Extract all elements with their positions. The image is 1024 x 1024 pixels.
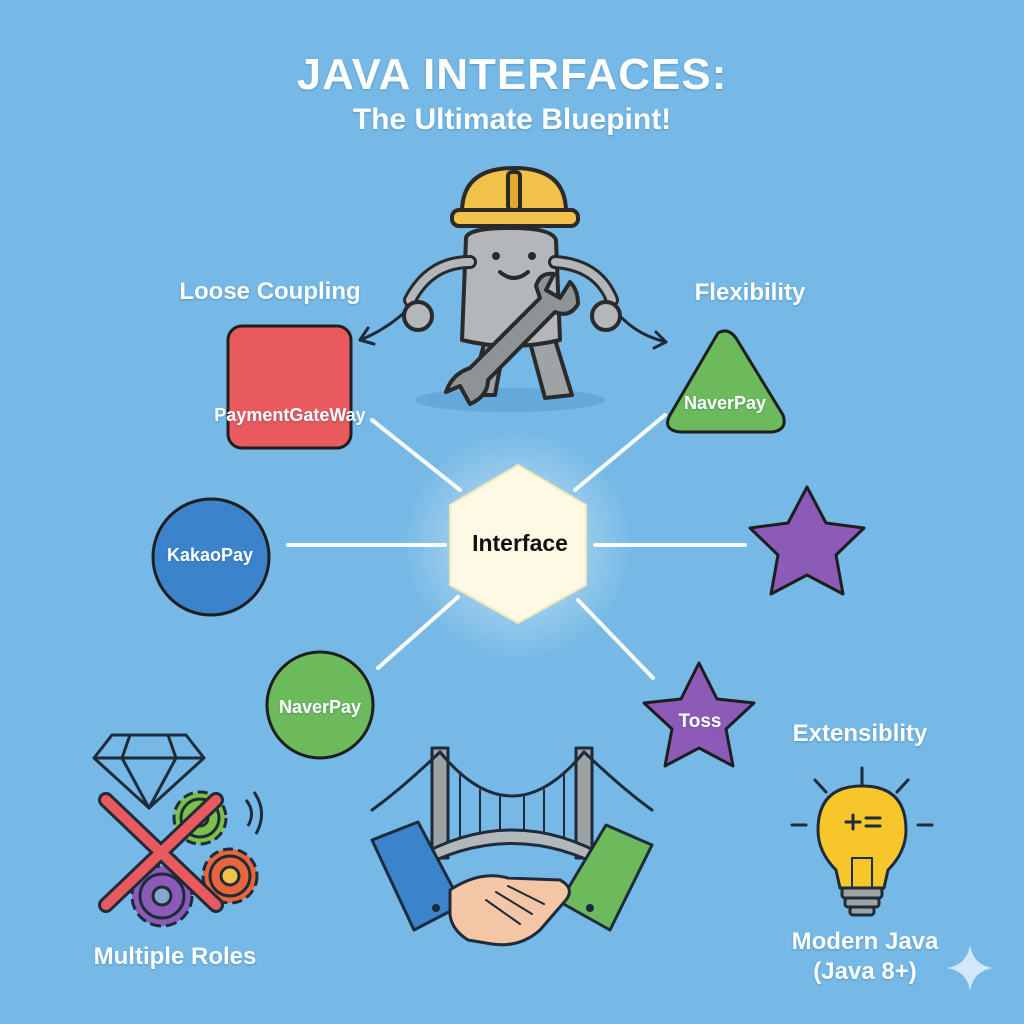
lightbulb-icon	[790, 766, 934, 917]
interface-label: Interface	[472, 530, 568, 556]
toss-star-shape[interactable]	[642, 661, 756, 768]
node-label-payment-gateway: PaymentGateWay	[214, 405, 366, 425]
naverpay-triangle-shape[interactable]	[666, 329, 786, 434]
arrow-icons	[358, 310, 668, 350]
interface-hexagon[interactable]	[449, 463, 587, 625]
sparkle-icon	[947, 945, 993, 991]
payment-gateway-shape[interactable]	[226, 324, 353, 450]
label-flexibility: Flexibility	[694, 279, 806, 306]
label-multiple-roles: Multiple Roles	[93, 943, 257, 970]
label-loose-coupling: Loose Coupling	[179, 278, 361, 305]
star-right-shape[interactable]	[748, 485, 866, 596]
bridge-handshake-icon	[370, 746, 654, 947]
node-label-naverpay-top: NaverPay	[683, 393, 767, 413]
diamond-icon	[92, 733, 206, 810]
label-extensibility: Extensiblity	[792, 720, 928, 747]
naverpay-circle-shape[interactable]	[265, 650, 375, 760]
kakaopay-circle-shape[interactable]	[151, 497, 271, 617]
node-label-naverpay-bottom: NaverPay	[278, 697, 362, 717]
node-label-kakaopay: KakaoPay	[166, 545, 254, 565]
label-modern-java: Modern Java	[791, 928, 939, 955]
page-title: JAVA INTERFACES:	[296, 50, 728, 99]
cross-out-fill	[101, 795, 221, 910]
label-java-8-plus: (Java 8+)	[813, 958, 917, 985]
interface-mascot-icon	[402, 166, 622, 412]
node-label-toss: Toss	[678, 711, 722, 732]
page-subtitle: The Ultimate Bluepint!	[352, 103, 672, 136]
